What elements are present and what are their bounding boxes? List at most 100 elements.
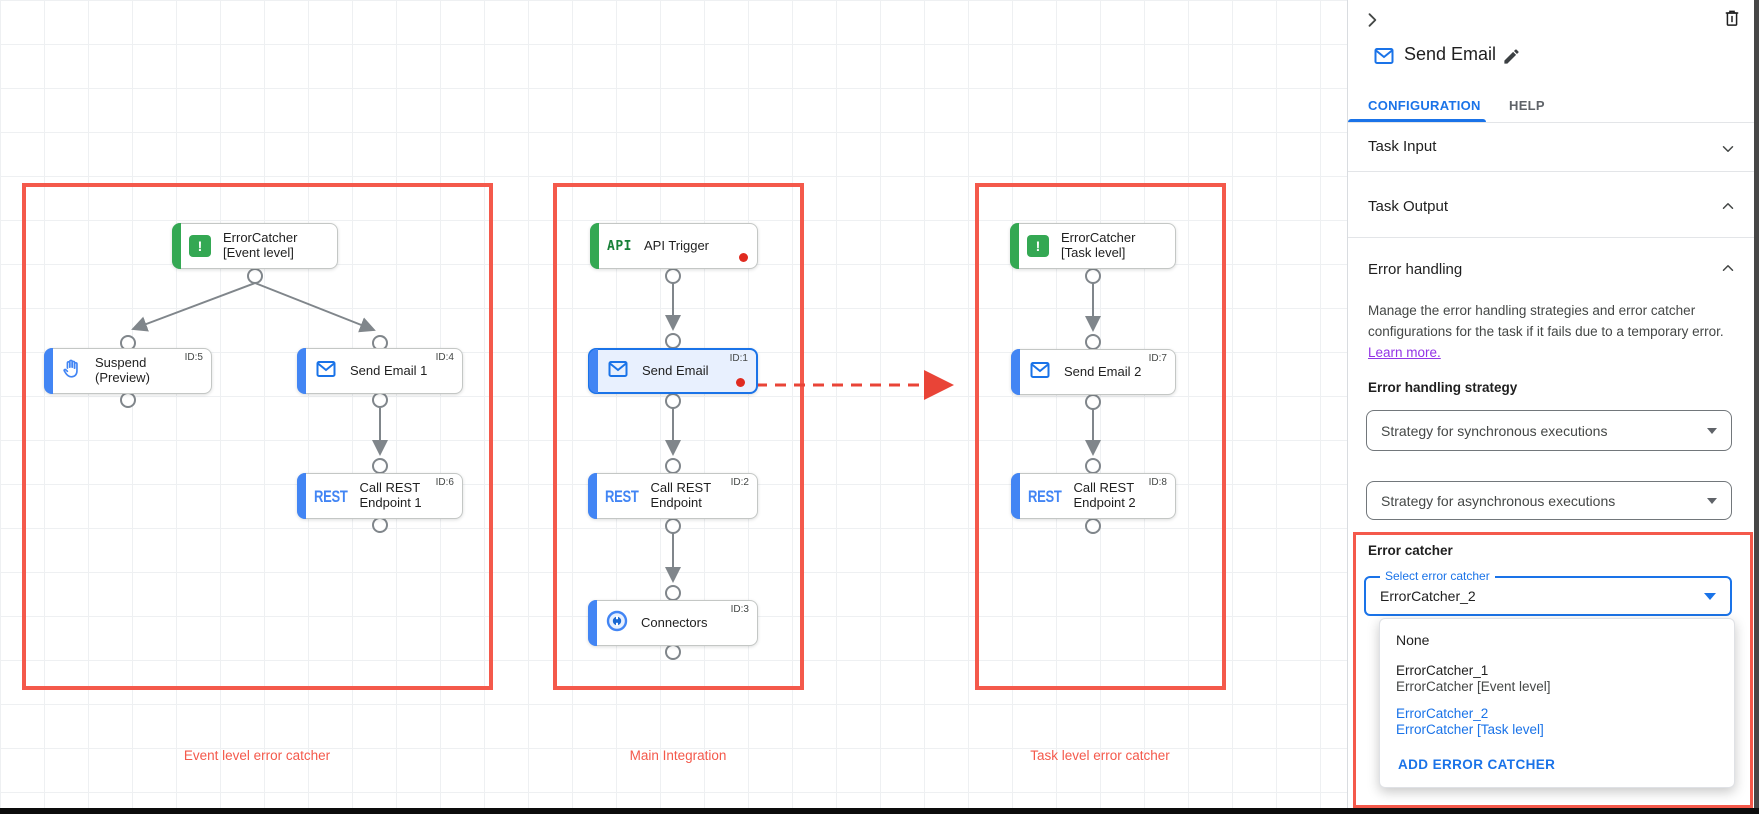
- chevron-down-icon[interactable]: [1719, 140, 1737, 163]
- node-id-badge: ID:7: [1148, 353, 1167, 364]
- email-icon: [1028, 358, 1052, 387]
- menu-option-errorcatcher-2[interactable]: ErrorCatcher_2 ErrorCatcher [Task level]: [1396, 706, 1544, 737]
- divider: [1348, 237, 1759, 238]
- node-accent: [297, 473, 306, 519]
- node-id-badge: ID:4: [435, 352, 454, 363]
- task-level-group-label: Task level error catcher: [1030, 748, 1170, 763]
- dropdown-caret-icon: [1704, 592, 1716, 600]
- node-label: Connectors: [641, 614, 708, 630]
- rest-icon: REST: [1028, 486, 1062, 506]
- node-label: Send Email 2: [1064, 363, 1142, 379]
- sync-strategy-value: Strategy for synchronous executions: [1381, 422, 1608, 439]
- edit-title-pencil-icon[interactable]: [1502, 47, 1521, 71]
- section-error-handling[interactable]: Error handling: [1368, 261, 1463, 278]
- task-level-group-annotation: [975, 183, 1226, 690]
- error-catcher-selected-value: ErrorCatcher_2: [1380, 588, 1476, 604]
- node-send-email-selected[interactable]: Send Email ID:1: [588, 348, 758, 394]
- menu-option-errorcatcher-1[interactable]: ErrorCatcher_1 ErrorCatcher [Event level…: [1396, 663, 1551, 694]
- error-handling-description: Manage the error handling strategies and…: [1368, 303, 1724, 360]
- node-suspend[interactable]: Suspend(Preview) ID:5: [44, 348, 212, 394]
- tab-help[interactable]: HELP: [1509, 98, 1545, 113]
- task-config-panel: Send Email CONFIGURATION HELP Task Input…: [1347, 0, 1759, 814]
- error-indicator-dot: [736, 378, 745, 387]
- api-icon: API: [607, 238, 632, 254]
- sync-strategy-select[interactable]: Strategy for synchronous executions: [1366, 410, 1732, 451]
- menu-option-none[interactable]: None: [1396, 632, 1430, 648]
- node-id-badge: ID:5: [184, 352, 203, 363]
- event-level-group-annotation: [22, 183, 493, 690]
- main-integration-group-annotation: [553, 183, 804, 690]
- node-label: ErrorCatcher[Event level]: [223, 230, 298, 260]
- node-accent: [1010, 223, 1019, 269]
- node-id-badge: ID:2: [730, 477, 749, 488]
- event-level-group-label: Event level error catcher: [183, 748, 331, 763]
- node-accent: [44, 348, 53, 394]
- error-catcher-icon: !: [1027, 235, 1049, 257]
- rest-icon: REST: [605, 486, 639, 506]
- task-title: Send Email: [1404, 44, 1497, 64]
- main-integration-group-label: Main Integration: [629, 748, 727, 763]
- node-send-email-2[interactable]: Send Email 2 ID:7: [1011, 349, 1176, 395]
- connectors-icon: [605, 609, 629, 638]
- connector-layer: [120, 268, 1101, 660]
- node-accent: [1011, 473, 1020, 519]
- add-error-catcher-button[interactable]: ADD ERROR CATCHER: [1398, 757, 1556, 772]
- node-send-email-1[interactable]: Send Email 1 ID:4: [297, 348, 463, 394]
- email-icon: [314, 357, 338, 386]
- section-task-input[interactable]: Task Input: [1368, 138, 1437, 155]
- node-accent: [172, 223, 181, 269]
- screen-right-edge: [1754, 0, 1759, 814]
- node-api-trigger[interactable]: API API Trigger: [590, 223, 758, 269]
- node-label: Send Email 1: [350, 362, 428, 378]
- node-accent: [588, 600, 597, 646]
- delete-task-trash-icon[interactable]: [1722, 8, 1742, 33]
- select-error-catcher-field[interactable]: Select error catcher ErrorCatcher_2: [1364, 569, 1732, 616]
- node-errorcatcher-event-level[interactable]: ! ErrorCatcher[Event level]: [172, 223, 338, 269]
- dropdown-caret-icon: [1707, 427, 1717, 434]
- node-errorcatcher-task-level[interactable]: ! ErrorCatcher[Task level]: [1010, 223, 1176, 269]
- node-connectors[interactable]: Connectors ID:3: [588, 600, 758, 646]
- node-accent: [588, 473, 597, 519]
- integration-canvas[interactable]: Event level error catcher Main Integrati…: [0, 0, 1347, 814]
- node-label: ErrorCatcher[Task level]: [1061, 230, 1136, 260]
- email-icon: [606, 357, 630, 386]
- error-catcher-icon: !: [189, 235, 211, 257]
- active-tab-underline: [1348, 119, 1486, 122]
- learn-more-link[interactable]: Learn more.: [1368, 345, 1441, 360]
- async-strategy-value: Strategy for asynchronous executions: [1381, 492, 1616, 509]
- hand-icon: [61, 358, 83, 385]
- node-id-badge: ID:1: [729, 353, 748, 364]
- chevron-up-icon[interactable]: [1719, 197, 1737, 220]
- rest-icon: REST: [314, 486, 348, 506]
- collapse-panel-chevron-icon[interactable]: [1362, 10, 1382, 35]
- error-indicator-dot: [739, 253, 748, 262]
- node-accent: [590, 223, 599, 269]
- tab-configuration[interactable]: CONFIGURATION: [1368, 98, 1481, 113]
- async-strategy-select[interactable]: Strategy for asynchronous executions: [1366, 481, 1732, 520]
- email-icon: [1372, 44, 1396, 73]
- dropdown-caret-icon: [1707, 497, 1717, 504]
- select-error-catcher-floating-label: Select error catcher: [1380, 569, 1495, 583]
- node-accent: [589, 349, 598, 393]
- node-id-badge: ID:8: [1148, 477, 1167, 488]
- section-task-output[interactable]: Task Output: [1368, 198, 1449, 215]
- node-label: Suspend(Preview): [95, 355, 150, 385]
- node-accent: [1011, 349, 1020, 395]
- error-handling-strategy-label: Error handling strategy: [1368, 380, 1518, 395]
- node-id-badge: ID:6: [435, 477, 454, 488]
- node-label: Send Email: [642, 362, 709, 378]
- error-catcher-label: Error catcher: [1368, 543, 1453, 558]
- divider: [1348, 122, 1759, 123]
- screen-bottom-edge: [0, 808, 1759, 814]
- chevron-up-icon[interactable]: [1719, 259, 1737, 282]
- node-label: API Trigger: [643, 237, 710, 253]
- error-catcher-dropdown-menu: None ErrorCatcher_1 ErrorCatcher [Event …: [1379, 618, 1735, 788]
- node-accent: [297, 348, 306, 394]
